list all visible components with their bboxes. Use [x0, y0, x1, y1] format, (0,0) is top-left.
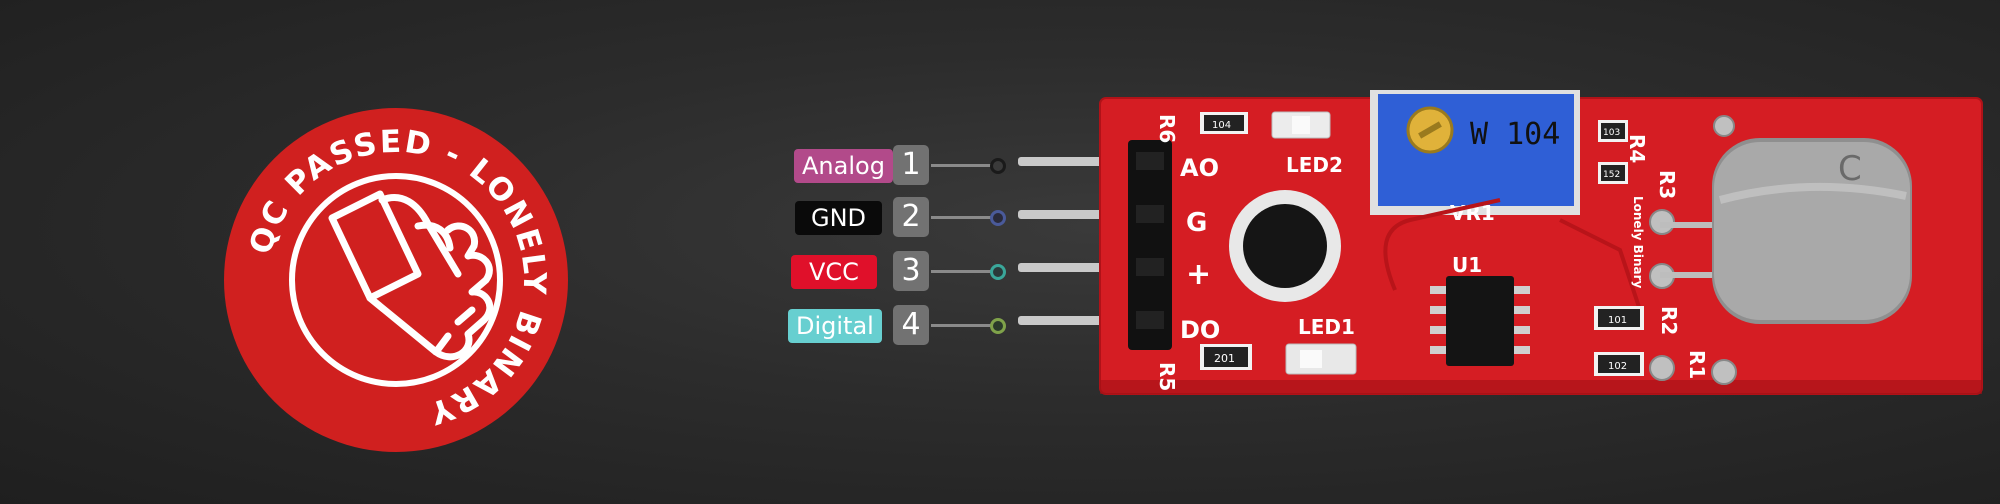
header-label-do: DO [1180, 316, 1220, 344]
label-r1: R1 [1685, 350, 1709, 379]
pin-row-1: Analog 1 [0, 143, 1010, 187]
pin-name-label: GND [795, 201, 883, 235]
label-r6: R6 [1155, 114, 1179, 143]
label-u1: U1 [1452, 253, 1482, 277]
chip-u1 [1430, 276, 1530, 366]
label-r4: R4 [1625, 134, 1649, 163]
thumbs-up-icon [328, 190, 494, 361]
header-label-ao: AO [1180, 154, 1219, 182]
label-led2: LED2 [1286, 153, 1343, 177]
svg-text:102: 102 [1608, 361, 1627, 372]
sound-sensor-board: AO G + DO R6 R5 LED2 104 W 104 VR1 103 [1018, 90, 1983, 395]
pin-leader-line [931, 164, 993, 167]
pin-number-badge: 1 [893, 145, 929, 185]
microphone-capsule: C [1660, 138, 1912, 324]
badge-disc [224, 108, 568, 452]
pin-name-label: Digital [788, 309, 882, 343]
svg-text:152: 152 [1603, 170, 1620, 180]
svg-text:101: 101 [1608, 315, 1627, 326]
header-block [1128, 140, 1172, 350]
pin-number-badge: 4 [893, 305, 929, 345]
potentiometer-vr1: W 104 [1370, 90, 1580, 215]
brand-label: Lonely Binary [1631, 196, 1645, 289]
label-led1: LED1 [1298, 315, 1355, 339]
pin-leader-line [931, 270, 993, 273]
pin-number-badge: 3 [893, 251, 929, 291]
label-r3: R3 [1655, 170, 1679, 199]
pin-leader-line [931, 216, 993, 219]
label-r5: R5 [1155, 362, 1179, 391]
svg-text:201: 201 [1214, 352, 1235, 365]
svg-text:104: 104 [1212, 120, 1231, 131]
qc-badge: QC PASSED - LONELY BINARY [224, 108, 568, 452]
badge-inner-ring [289, 173, 503, 387]
pin-row-4: Digital 4 [0, 303, 1010, 347]
svg-text:C: C [1838, 149, 1862, 189]
pin-name-label: VCC [791, 255, 877, 289]
svg-text:W 104: W 104 [1470, 117, 1560, 152]
pin-dot [990, 210, 1006, 226]
pin-dot [990, 158, 1006, 174]
pcb-trace [1383, 198, 1501, 291]
header-label-g: G [1186, 208, 1207, 238]
svg-text:103: 103 [1603, 128, 1620, 138]
pin-row-3: VCC 3 [0, 249, 1010, 293]
pin-name-label: Analog [794, 149, 893, 183]
header-label-plus: + [1186, 257, 1211, 292]
pin-dot [990, 318, 1006, 334]
pin-row-2: GND 2 [0, 195, 1010, 239]
pin-leader-line [931, 324, 993, 327]
pin-dot [990, 264, 1006, 280]
label-r2: R2 [1657, 306, 1681, 335]
pin-number-badge: 2 [893, 197, 929, 237]
